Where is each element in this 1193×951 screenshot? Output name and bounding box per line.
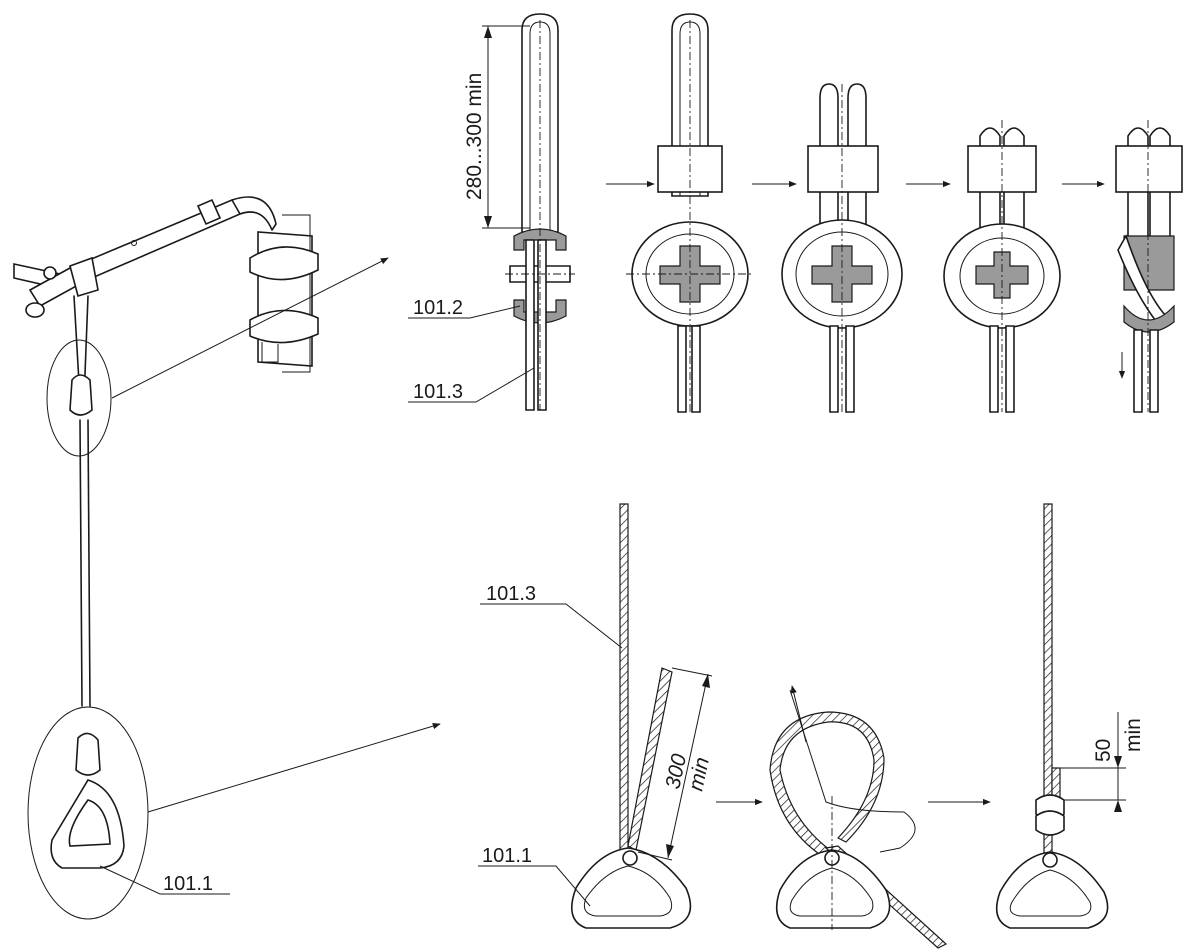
label-rope-top: 101.3 <box>413 381 463 403</box>
knot-step-3: 50 min <box>995 503 1145 929</box>
horizontal-bar <box>13 196 277 318</box>
clip-step-5 <box>1115 120 1183 413</box>
detail-circle-ring <box>27 706 149 920</box>
dim-loop-length: 280...300 min <box>463 73 486 200</box>
clip-sequence: 280...300 min 101.2 101.3 <box>408 13 1183 413</box>
clip-step-2 <box>626 13 754 413</box>
dim-end-length-unit: min <box>1122 718 1145 752</box>
leader-ring-left <box>99 865 230 895</box>
clip-step-3 <box>781 83 903 413</box>
detail-arrow-top <box>111 257 389 399</box>
vertical-post <box>249 214 319 373</box>
label-clip: 101.2 <box>413 297 463 319</box>
knot-step-1: 300 min 101.3 101.1 <box>478 503 714 929</box>
overview-rope <box>69 295 93 707</box>
label-ring-left: 101.1 <box>163 873 213 895</box>
clip-step-4 <box>943 120 1061 413</box>
label-rope-bottom: 101.3 <box>486 583 536 605</box>
label-ring-bottom: 101.1 <box>482 845 532 867</box>
detail-arrow-bottom <box>147 723 441 813</box>
knot-step-2 <box>769 685 948 949</box>
knot-sequence: 300 min 101.3 101.1 <box>478 503 1145 949</box>
overview-ring <box>50 732 125 869</box>
detail-circle-clip <box>46 339 112 457</box>
overview-assembly: 101.1 <box>13 196 441 920</box>
dim-end-length-value: 50 <box>1092 739 1115 762</box>
clip-step-1: 280...300 min 101.2 101.3 <box>408 13 575 411</box>
